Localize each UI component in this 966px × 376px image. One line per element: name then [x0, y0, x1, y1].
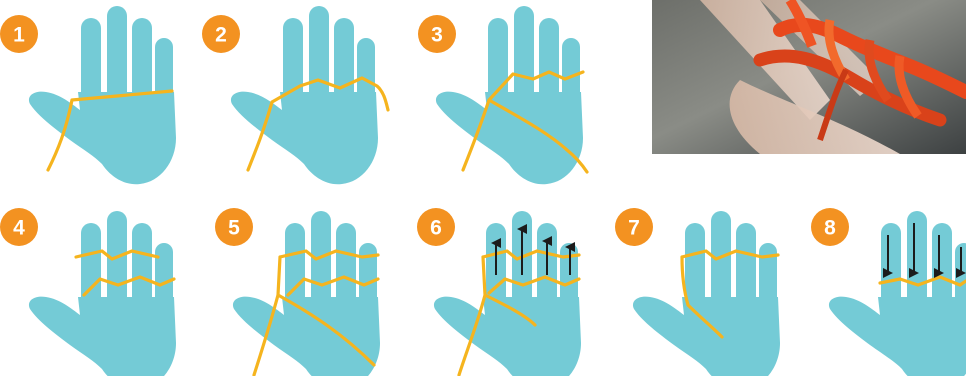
step-4: 4 — [0, 208, 176, 376]
step-2: 2 — [202, 6, 388, 184]
step-badge: 2 — [202, 15, 240, 53]
step-number: 7 — [628, 217, 640, 240]
step-number: 5 — [228, 217, 240, 240]
step-badge: 3 — [418, 15, 456, 53]
step-3: 3 — [418, 6, 587, 184]
step-number: 4 — [13, 217, 25, 240]
hand-shape — [29, 211, 176, 376]
step-5: 5 — [215, 208, 380, 376]
step-badge: 5 — [215, 208, 253, 246]
step-1: 1 — [0, 6, 176, 184]
step-badge: 8 — [811, 208, 849, 246]
step-7: 7 — [615, 208, 780, 376]
step-6: 6 — [417, 208, 581, 376]
hand-shape — [29, 6, 176, 184]
step-number: 8 — [824, 217, 836, 240]
hand-shape — [434, 211, 581, 376]
step-number: 6 — [430, 217, 442, 240]
step-badge: 1 — [0, 15, 38, 53]
step-number: 1 — [13, 24, 25, 47]
step-8: 8 — [811, 208, 966, 376]
step-badge: 4 — [0, 208, 38, 246]
hand-shape — [633, 211, 780, 376]
hand-shape — [436, 6, 583, 184]
step-badge: 6 — [417, 208, 455, 246]
step-badge: 7 — [615, 208, 653, 246]
hand-shape — [829, 211, 966, 376]
step-number: 3 — [431, 24, 443, 47]
step-number: 2 — [215, 24, 227, 47]
finger-knitting-photo — [652, 0, 966, 154]
